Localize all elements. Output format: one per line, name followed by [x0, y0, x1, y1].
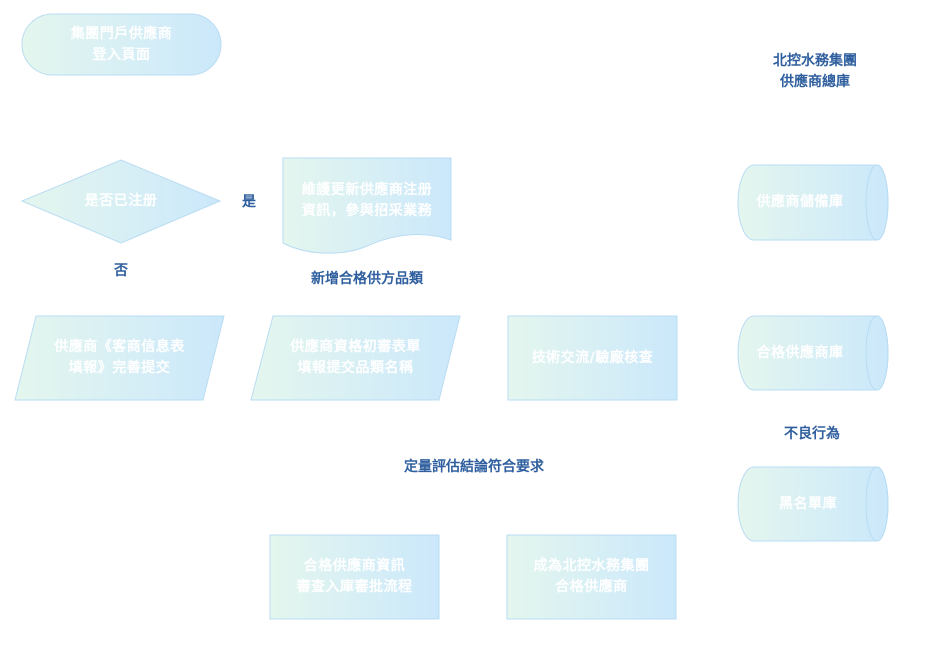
qualified-db-text: 合格供應商庫	[756, 344, 844, 361]
qualification-form-text: 供應商資格初審表單填報提交品類名稱	[290, 339, 421, 376]
add-category-label: 新增合格供方品類	[311, 271, 423, 287]
blacklist-db-shape[interactable]	[737, 466, 889, 542]
storage-db-shape[interactable]	[737, 164, 889, 241]
become-qualified-text: 成為北控水務集團合格供應商	[533, 558, 650, 595]
login-page-text: 集團門戶供應商登入頁面	[70, 25, 173, 63]
no-label: 否	[114, 263, 128, 279]
approval-flow-process[interactable]	[269, 534, 440, 620]
qualification-form-parallelogram[interactable]	[250, 315, 461, 401]
tech-exchange-text: 技術交流/驗廠核查	[531, 349, 654, 366]
qualified-db-shape[interactable]	[737, 315, 889, 391]
become-qualified-process[interactable]	[506, 534, 677, 620]
registered-decision-diamond[interactable]	[20, 159, 222, 244]
bad-behavior-label: 不良行為	[784, 426, 840, 442]
fill-form-text: 供應商《客商信息表填報》完善提交	[54, 339, 185, 376]
fill-form-parallelogram[interactable]	[14, 315, 225, 401]
approval-flow-text: 合格供應商資訊審查入庫審批流程	[296, 558, 413, 595]
storage-db-text: 供應商儲備庫	[756, 194, 844, 210]
tech-exchange-process[interactable]	[507, 315, 678, 401]
maintain-info-text: 維護更新供應商注册資訊，參與招采業務	[301, 182, 433, 219]
login-page-terminator[interactable]	[21, 13, 222, 76]
blacklist-db-text: 黑名單庫	[779, 495, 837, 512]
group-title-label: 北控水務集團供應商總庫	[773, 53, 857, 90]
yes-label: 是	[242, 194, 256, 210]
maintain-info-document[interactable]	[282, 157, 452, 254]
registered-decision-text: 是否已注册	[84, 193, 158, 209]
evaluation-label: 定量評估結論符合要求	[404, 459, 544, 475]
